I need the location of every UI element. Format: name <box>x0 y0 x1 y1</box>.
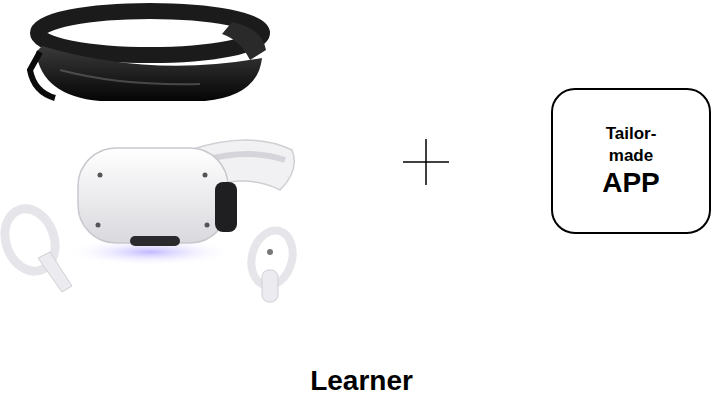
ar-headset <box>30 11 266 101</box>
plus-sign <box>403 139 449 185</box>
caption-label: Learner <box>0 364 723 398</box>
app-box: Tailor- madeAPP <box>551 88 711 234</box>
vr-headset <box>65 140 294 266</box>
vr-controller-left <box>0 202 72 292</box>
box-text: APP <box>602 167 660 199</box>
box-text: Tailor- made <box>596 123 666 167</box>
vr-controller-right <box>245 226 298 302</box>
